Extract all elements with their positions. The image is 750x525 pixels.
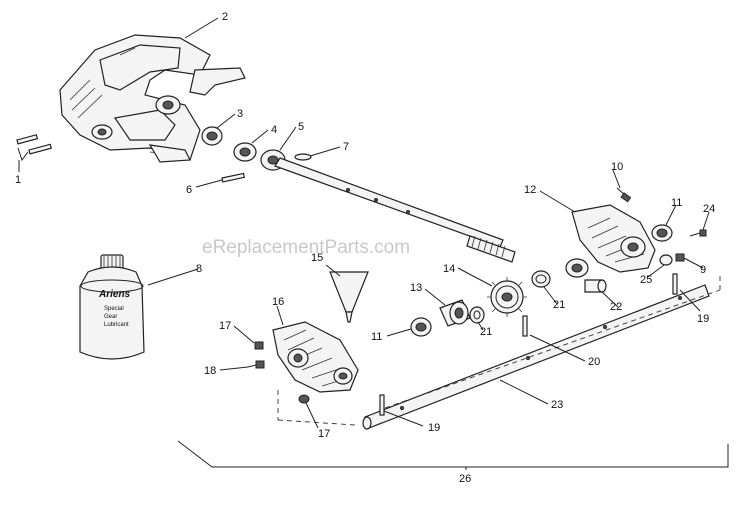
part-21-washer-lower	[469, 306, 485, 324]
part-12-gear-case	[571, 204, 656, 273]
callout-19-left: 19	[428, 422, 440, 434]
part-11-seal-right	[651, 224, 673, 242]
part-8-lubricant-bottle: Ariens Special Gear Lubricant	[79, 254, 145, 360]
callout-2: 2	[222, 11, 228, 23]
part-6-pin	[221, 172, 246, 183]
part-24-bolt	[689, 229, 707, 237]
callout-3: 3	[237, 108, 243, 120]
callout-15: 15	[311, 252, 323, 264]
part-21-washer-upper	[531, 270, 551, 288]
part-4-bushing	[233, 142, 257, 162]
part-19-pin-left	[379, 394, 385, 416]
bottle-label-line2: Gear	[104, 314, 117, 320]
part-2-housing	[59, 34, 246, 163]
callout-6: 6	[186, 184, 192, 196]
part-25-washer	[659, 254, 673, 266]
callout-22: 22	[610, 301, 622, 313]
part-19-pin-right	[672, 273, 678, 295]
callout-1: 1	[15, 174, 21, 186]
callout-12: 12	[524, 184, 536, 196]
callout-5: 5	[298, 121, 304, 133]
part-22-bushing	[565, 258, 607, 293]
part-10-bolt	[616, 187, 632, 203]
part-23-output-shaft	[362, 284, 710, 430]
bottle-label-line3: Lubricant	[104, 322, 129, 328]
callout-14: 14	[443, 263, 455, 275]
callout-19-right: 19	[697, 313, 709, 325]
callout-10: 10	[611, 161, 623, 173]
part-16-gear-case	[272, 321, 359, 393]
part-7-key	[294, 153, 312, 161]
part-18-bolt	[247, 360, 265, 369]
bracket-26	[177, 440, 729, 468]
part-13-hub	[439, 299, 471, 327]
watermark-text: eReplacementParts.com	[202, 237, 410, 258]
part-11-seal-lower	[410, 317, 432, 337]
callout-20: 20	[588, 356, 600, 368]
bottle-brand: Ariens	[98, 289, 131, 300]
leader-lines	[18, 17, 710, 470]
part-17-plug-upper	[254, 341, 264, 350]
part-15-funnel	[329, 271, 369, 323]
part-3-bearing	[201, 126, 223, 146]
callout-8: 8	[196, 263, 202, 275]
part-17-plug-lower	[298, 394, 310, 404]
part-1-pins	[16, 134, 53, 162]
part-14-worm-gear	[487, 277, 527, 317]
callout-21-lower: 21	[480, 326, 492, 338]
callout-21-upper: 21	[553, 299, 565, 311]
callout-17-upper: 17	[219, 320, 231, 332]
callout-17-lower: 17	[318, 428, 330, 440]
assembly-outline	[277, 273, 721, 426]
callout-18: 18	[204, 365, 216, 377]
callout-11-lower: 11	[371, 331, 382, 343]
callout-4: 4	[271, 124, 277, 136]
callout-26: 26	[459, 473, 471, 485]
callout-25: 25	[640, 274, 652, 286]
callout-16: 16	[272, 296, 284, 308]
callout-24: 24	[703, 203, 715, 215]
part-9-plug	[675, 253, 685, 262]
worm-shaft	[274, 157, 516, 263]
bottle-label-line1: Special	[104, 306, 124, 312]
part-20-pin	[522, 315, 528, 337]
callout-7: 7	[343, 141, 349, 153]
callout-9: 9	[700, 264, 706, 276]
callout-11-right: 11	[671, 197, 682, 209]
callout-13: 13	[410, 282, 422, 294]
callout-numbers: 2 1 3 4 5 6 7 8 9 10 11 11 12 13 14 15 1…	[15, 11, 715, 485]
callout-23: 23	[551, 399, 563, 411]
